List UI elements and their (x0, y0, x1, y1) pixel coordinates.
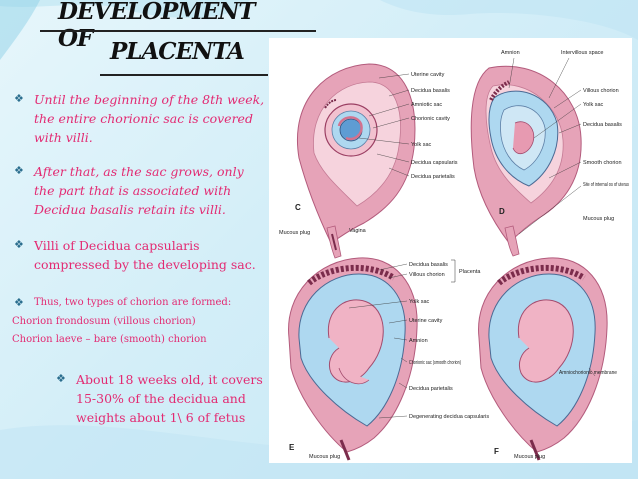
label-yolk-sac-d: Yolk sac (583, 102, 604, 108)
diamond-bullet-icon: ❖ (14, 238, 24, 251)
label-vagina: Vagina (349, 228, 367, 234)
label-amniotic-sac-c: Amniotic sac (411, 102, 442, 108)
panel-d-uterus (470, 65, 582, 257)
note-bullet: ❖ About 18 weeks old, it covers 15-30% o… (56, 370, 270, 427)
label-placenta: Placenta (459, 269, 481, 275)
panel-label-f: F (494, 447, 499, 456)
label-decidua-basalis-c: Decidua basalis (411, 88, 450, 94)
label-degenerating-decidua-capsularis: Degenerating decidua capsularis (409, 414, 489, 420)
label-villous-chorion-d: Villous chorion (583, 88, 619, 94)
label-decidua-parietalis-e: Decidua parietalis (409, 386, 453, 392)
title-line-1: DEVELOPMENT OF (58, 0, 255, 52)
diamond-bullet-icon: ❖ (14, 164, 24, 177)
bullet-2: ❖ After that, as the sac grows, only the… (14, 162, 266, 219)
leader-lines (348, 57, 596, 419)
label-decidua-basalis-d: Decidua basalis (583, 122, 622, 128)
placenta-diagram: Uterine cavity Decidua basalis Amniotic … (279, 50, 629, 461)
label-internal-os: Site of internal os of uterus (583, 182, 629, 188)
label-uterine-cavity-e: Uterine cavity (409, 318, 443, 324)
title-underline-1 (40, 30, 316, 32)
label-mucous-plug-c: Mucous plug (279, 230, 310, 236)
bullet-4-text: Thus, two types of chorion are formed: (34, 297, 232, 308)
slide-title: DEVELOPMENT OF PLACENTA (0, 0, 316, 80)
panel-label-c: C (295, 203, 301, 212)
title-underline-2 (100, 74, 268, 76)
label-decidua-capsularis-c: Decidua capsularis (411, 160, 458, 166)
label-chorionic-sac-e: Chorionic sac (smooth chorion) (409, 360, 461, 366)
label-amnion-e: Amnion (409, 338, 428, 344)
bullet-4: ❖ Thus, two types of chorion are formed: (14, 294, 266, 311)
label-mucous-plug-d: Mucous plug (583, 216, 614, 222)
label-amnion-top: Amnion (501, 50, 520, 56)
diamond-bullet-icon: ❖ (56, 372, 66, 385)
label-yolk-sac-c: Yolk sac (411, 142, 432, 148)
label-chorionic-cavity-c: Chorionic cavity (411, 116, 450, 122)
label-mucous-plug-e: Mucous plug (309, 454, 340, 460)
placenta-bracket (451, 259, 456, 283)
title-line-2: PLACENTA (110, 38, 245, 65)
label-yolk-sac-e: Yolk sac (409, 299, 430, 305)
panel-f-uterus (478, 257, 608, 461)
panel-e-uterus (288, 257, 418, 461)
bullet-2-text: After that, as the sac grows, only the p… (34, 164, 244, 217)
bullet-1: ❖ Until the beginning of the 8th week, t… (14, 90, 266, 147)
diamond-bullet-icon: ❖ (14, 92, 24, 105)
chorion-type-1: Chorion frondosum (villous chorion) (12, 316, 196, 327)
label-amniochorionic-membrane: Amniochorionic membrane (559, 370, 617, 376)
bullet-1-text: Until the beginning of the 8th week, the… (34, 92, 265, 145)
panel-c-uterus (297, 63, 416, 259)
label-mucous-plug-f: Mucous plug (514, 454, 545, 460)
label-intervillous-space: Intervillous space (561, 50, 604, 56)
panel-label-d: D (499, 207, 505, 216)
diamond-bullet-icon: ❖ (14, 296, 24, 309)
bullet-3: ❖ Villi of Decidua capsularis compressed… (14, 236, 266, 274)
label-decidua-basalis-e: Decidua basalis (409, 262, 448, 268)
chorion-type-2: Chorion laeve – bare (smooth) chorion (12, 334, 207, 345)
note-text: About 18 weeks old, it covers 15-30% of … (76, 372, 263, 425)
label-decidua-parietalis-c: Decidua parietalis (411, 174, 455, 180)
placenta-development-figure: Uterine cavity Decidua basalis Amniotic … (269, 38, 632, 463)
label-smooth-chorion-d: Smooth chorion (583, 160, 622, 166)
panel-label-e: E (289, 443, 295, 452)
bullet-3-text: Villi of Decidua capsularis compressed b… (34, 238, 256, 272)
label-villous-chorion-e: Villous chorion (409, 272, 445, 278)
label-uterine-cavity-c: Uterine cavity (411, 72, 445, 78)
